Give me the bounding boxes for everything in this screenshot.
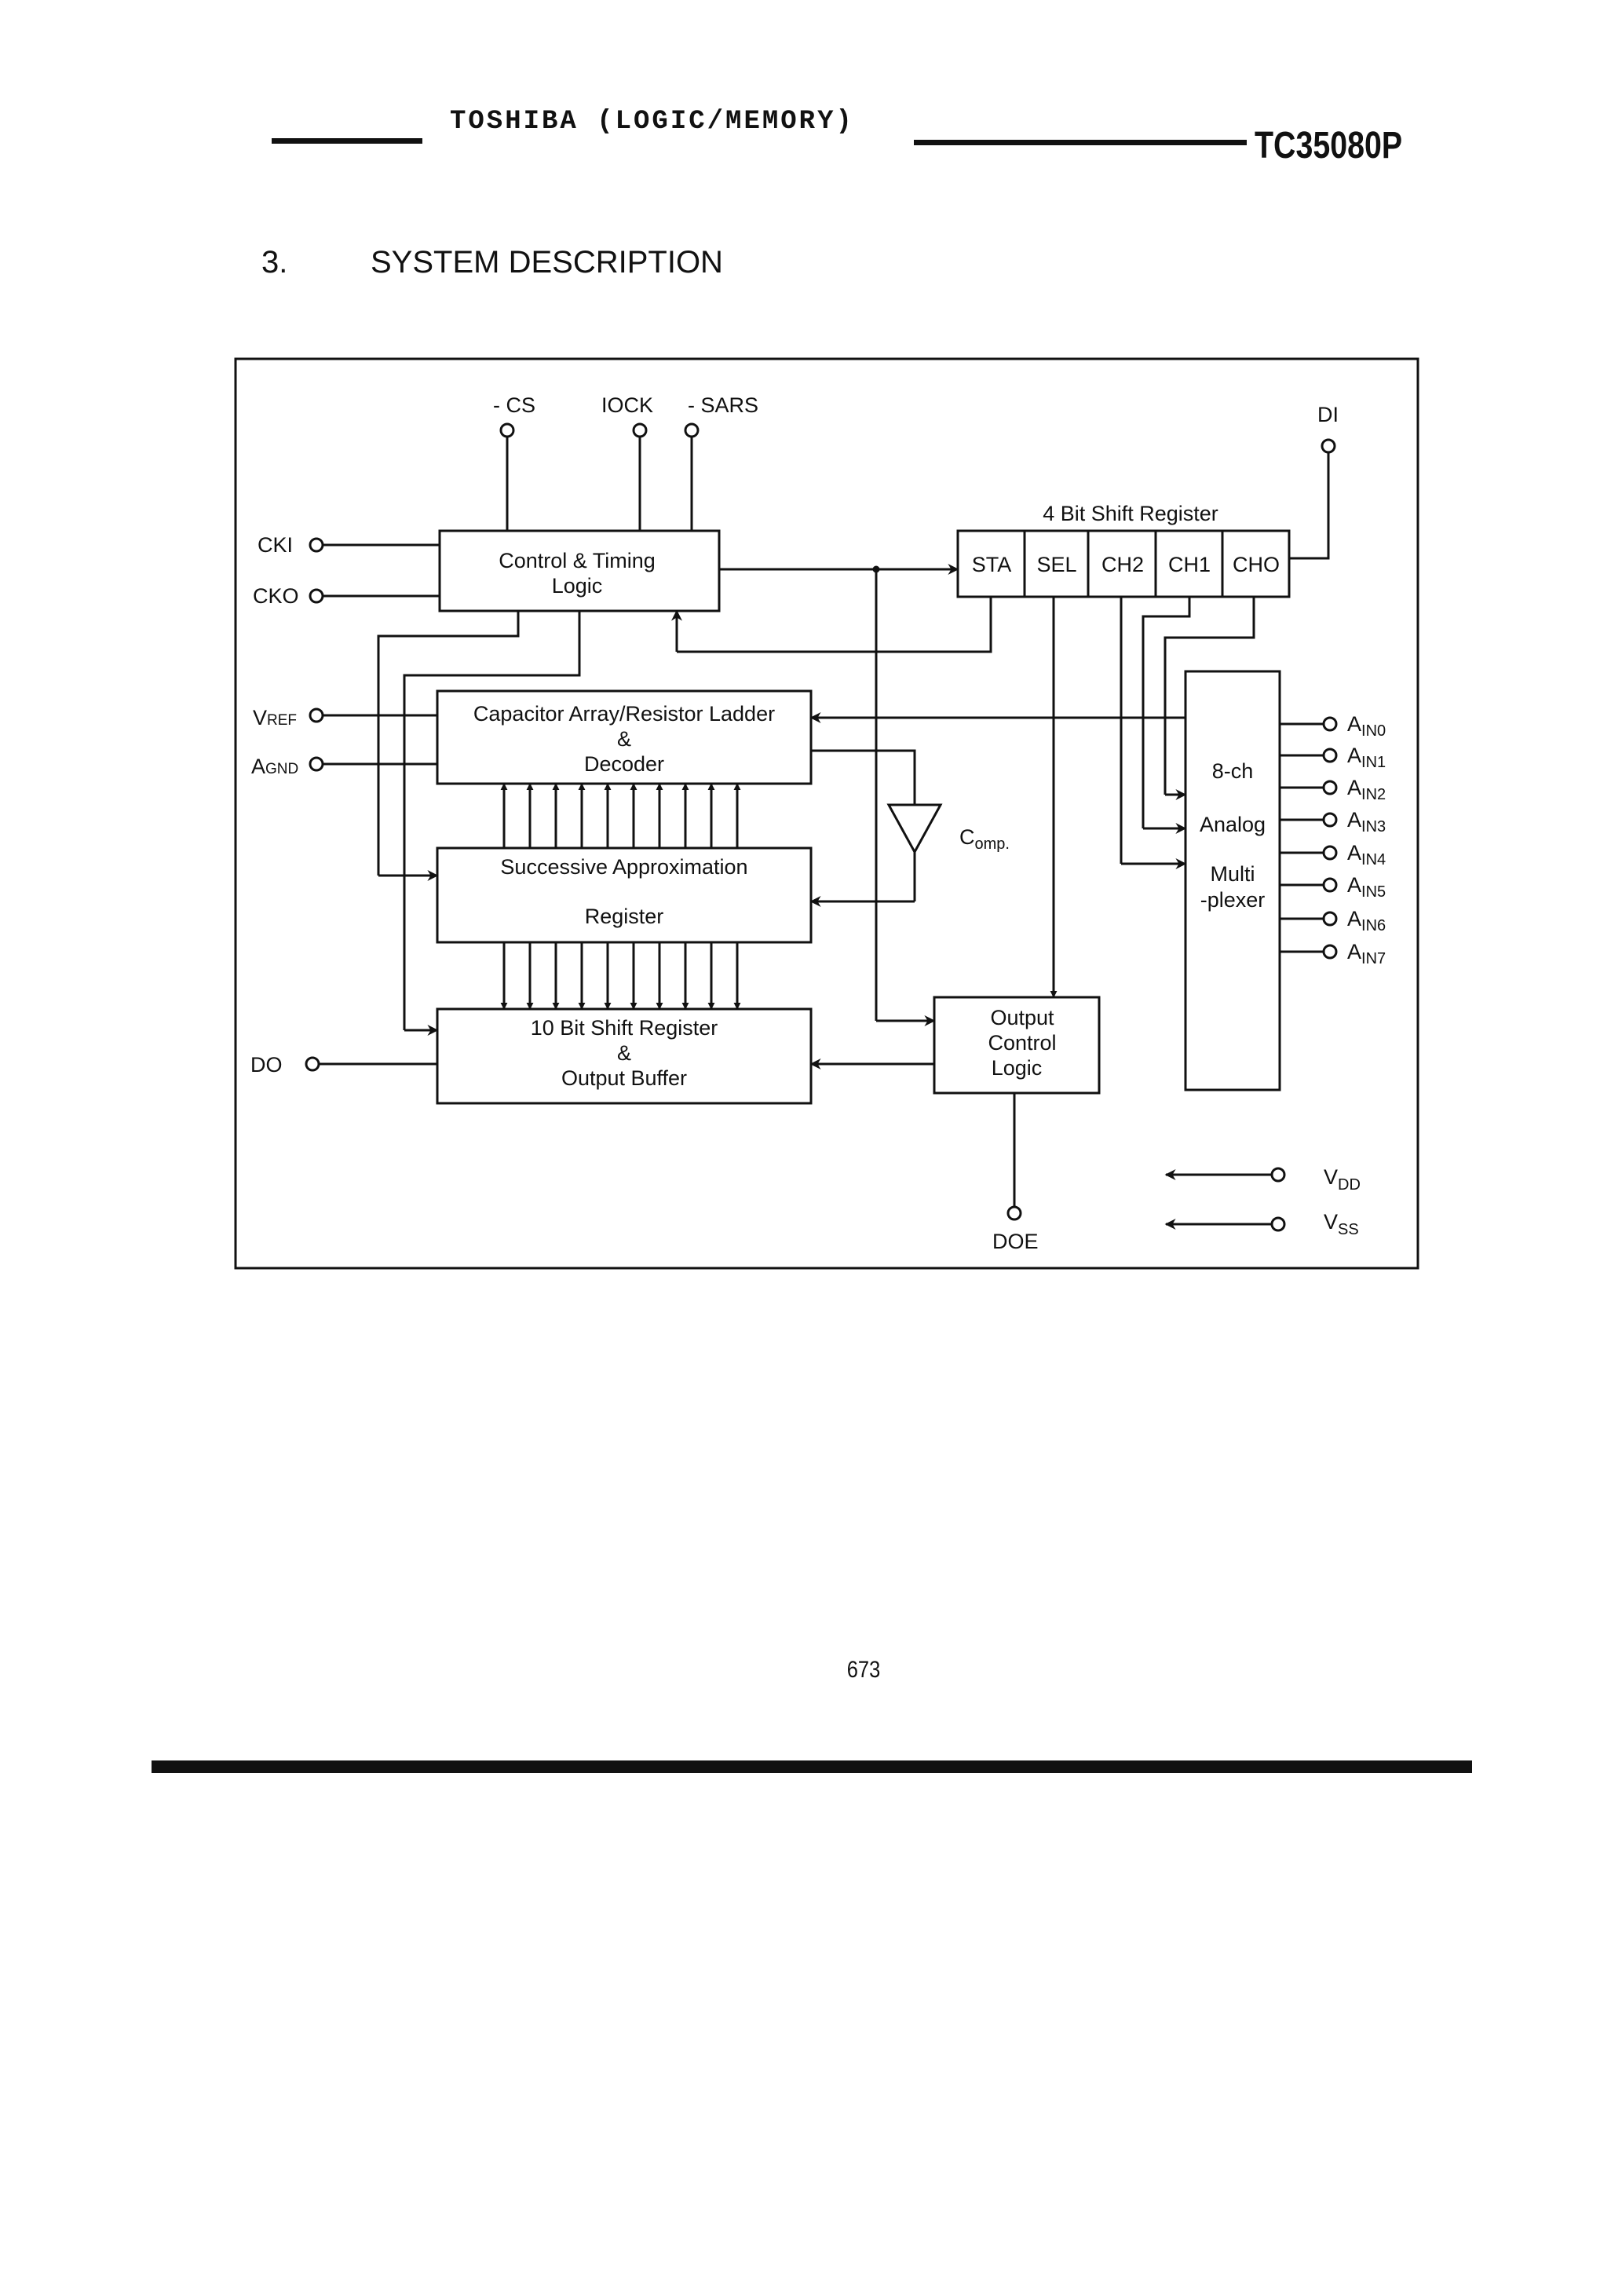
outctl-label-2: Control <box>988 1031 1056 1055</box>
ain7-pin <box>1322 944 1338 960</box>
doe-label: DOE <box>992 1230 1039 1253</box>
comparator <box>886 803 943 855</box>
header-rule-left <box>272 138 422 144</box>
ain-label-4: AIN4 <box>1347 841 1386 868</box>
header-rule-right <box>914 140 1247 145</box>
mux-label-4: -plexer <box>1200 888 1266 912</box>
outctl-label-1: Output <box>990 1006 1054 1029</box>
ain-label-5: AIN5 <box>1347 873 1386 901</box>
mux-block <box>1184 670 1281 1091</box>
mux-label-3: Multi <box>1210 862 1255 886</box>
shift4-cell-ch2: CH2 <box>1101 553 1144 576</box>
ain5-pin <box>1322 877 1338 893</box>
shift4-cell-ch1: CH1 <box>1168 553 1211 576</box>
shift4-cell-sta: STA <box>972 553 1012 576</box>
cap-label-2: & <box>617 727 631 751</box>
page-number: 673 <box>846 1657 881 1683</box>
do-label: DO <box>250 1053 283 1077</box>
vref-label: VREF <box>253 706 297 729</box>
vdd-label: VDD <box>1324 1165 1361 1194</box>
section-title: SYSTEM DESCRIPTION <box>371 245 723 280</box>
sar-shift-bus <box>500 942 741 1010</box>
shift10-label-2: & <box>617 1041 631 1065</box>
iock-pin <box>632 422 648 438</box>
ain-label-1: AIN1 <box>1347 744 1386 771</box>
sar-block <box>436 846 813 944</box>
shift-register-10bit-block <box>436 1007 813 1105</box>
comp-label: Comp. <box>959 825 1010 853</box>
cs-pin <box>499 422 515 438</box>
vdd-pin <box>1270 1167 1286 1183</box>
header-company: TOSHIBA (LOGIC/MEMORY) <box>450 107 854 137</box>
ain6-pin <box>1322 911 1338 927</box>
analog-input-lines <box>1280 716 1338 960</box>
control-label-1: Control & Timing <box>499 549 656 572</box>
ain0-pin <box>1322 716 1338 732</box>
iock-label: IOCK <box>601 393 653 417</box>
agnd-label: AGND <box>251 755 298 778</box>
outctl-label-3: Logic <box>992 1056 1043 1080</box>
sars-label: - SARS <box>688 393 758 417</box>
di-label: DI <box>1317 403 1339 426</box>
vref-pin <box>309 707 324 723</box>
ain-label-2: AIN2 <box>1347 776 1386 803</box>
cap-sar-bus <box>500 783 741 848</box>
capacitor-array-block <box>436 689 813 785</box>
ain-label-0: AIN0 <box>1347 712 1386 740</box>
cki-label: CKI <box>258 533 293 557</box>
cko-label: CKO <box>253 584 299 608</box>
output-control-block <box>933 996 1101 1095</box>
block-diagram: - CS IOCK - SARS DI CKI CKO VREF AGND DO… <box>234 357 1419 1270</box>
vss-pin <box>1270 1216 1286 1232</box>
shift10-label-3: Output Buffer <box>561 1066 687 1090</box>
do-pin <box>305 1056 320 1072</box>
cap-label-3: Decoder <box>584 752 664 776</box>
section-number: 3. <box>261 245 288 280</box>
ain-label-7: AIN7 <box>1347 940 1386 967</box>
header-part-number: TC35080P <box>1255 125 1403 166</box>
sar-label-2: Register <box>585 905 664 928</box>
ain-label-6: AIN6 <box>1347 907 1386 934</box>
cs-label: - CS <box>493 393 535 417</box>
sar-label-1: Successive Approximation <box>500 855 747 879</box>
shift10-label-1: 10 Bit Shift Register <box>531 1016 718 1040</box>
sars-pin <box>684 422 700 438</box>
mux-label-2: Analog <box>1200 813 1266 836</box>
control-label-2: Logic <box>552 574 603 598</box>
ain2-pin <box>1322 780 1338 795</box>
cki-pin <box>309 537 324 553</box>
cko-pin <box>309 588 324 604</box>
mux-label-1: 8-ch <box>1212 759 1254 783</box>
doe-pin <box>1006 1205 1022 1221</box>
vss-label: VSS <box>1324 1210 1359 1238</box>
ain-label-3: AIN3 <box>1347 808 1386 835</box>
di-pin <box>1321 438 1336 454</box>
agnd-pin <box>309 756 324 772</box>
shift4-title: 4 Bit Shift Register <box>1043 502 1218 525</box>
cap-label-1: Capacitor Array/Resistor Ladder <box>473 702 775 726</box>
ain3-pin <box>1322 812 1338 828</box>
diagram-frame <box>234 357 1419 1270</box>
ain1-pin <box>1322 748 1338 763</box>
bottom-rule <box>152 1760 1472 1773</box>
shift4-cell-sel: SEL <box>1036 553 1076 576</box>
ain4-pin <box>1322 845 1338 861</box>
shift4-cell-cho: CHO <box>1233 553 1280 576</box>
